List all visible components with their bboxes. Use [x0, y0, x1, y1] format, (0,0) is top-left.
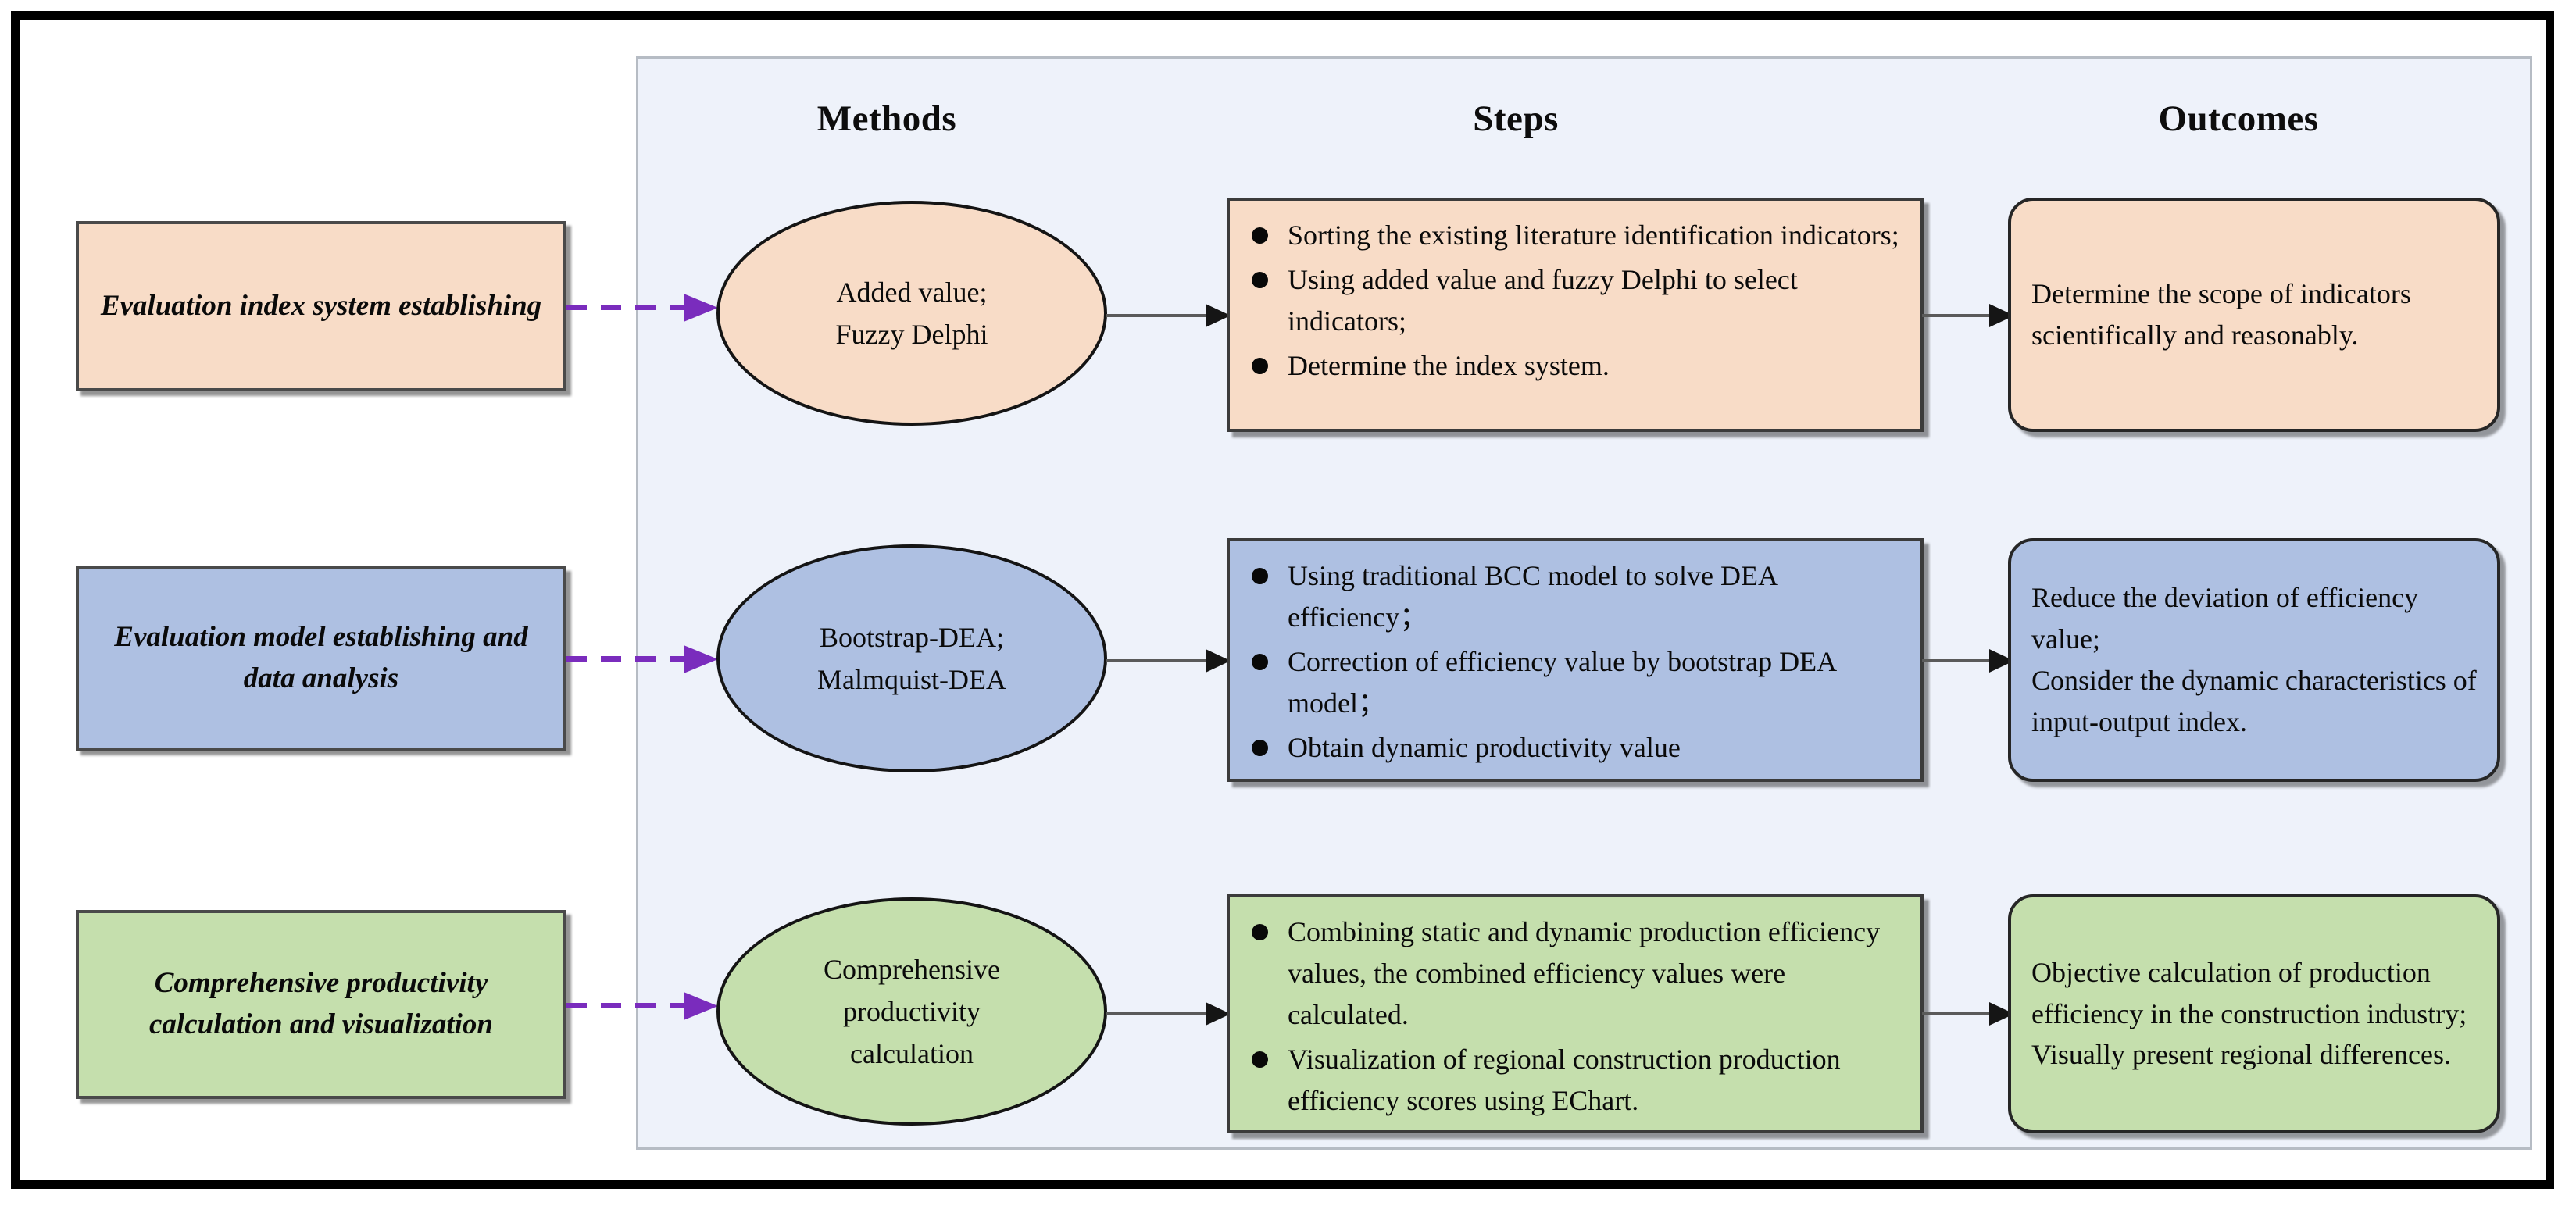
arrowhead-icon: [684, 645, 718, 673]
arrow-line: [1922, 314, 1991, 317]
bullet-icon: [1252, 739, 1268, 756]
outcome-box-row1: Determine the scope of indicators scient…: [2008, 198, 2500, 432]
bullet-icon: [1252, 227, 1268, 244]
dashed-arrow-line: [566, 305, 687, 310]
method-ellipse-bootstrap-malmquist-dea: Bootstrap-DEA;Malmquist-DEA: [716, 544, 1107, 772]
bullet-icon: [1252, 568, 1268, 584]
bullet-icon: [1252, 653, 1268, 670]
list-item: Determine the index system.: [1244, 345, 1900, 387]
column-header-steps: Steps: [1473, 98, 1559, 139]
steps-box-row2: Using traditional BCC model to solve DEA…: [1227, 538, 1924, 782]
bullet-icon: [1252, 357, 1268, 374]
stage-box-comprehensive-productivity: Comprehensive productivity calculation a…: [76, 910, 566, 1099]
outcome-box-row3: Objective calculation of production effi…: [2008, 894, 2500, 1133]
list-item: Using added value and fuzzy Delphi to se…: [1244, 259, 1900, 342]
arrow-line: [1106, 314, 1207, 317]
arrowhead-icon: [1206, 304, 1231, 327]
arrow-method-to-steps-row2: [1106, 649, 1231, 673]
dashed-arrow-line: [566, 656, 687, 662]
list-item: Sorting the existing literature identifi…: [1244, 215, 1900, 256]
steps-box-row3: Combining static and dynamic production …: [1227, 894, 1924, 1133]
diagram-frame: Methods Steps Outcomes Evaluation index …: [11, 11, 2554, 1189]
dashed-arrow-stage-to-method-row3: [566, 990, 723, 1021]
arrow-line: [1106, 659, 1207, 662]
dashed-arrow-stage-to-method-row1: [566, 291, 723, 323]
outcome-box-row2: Reduce the deviation of efficiency value…: [2008, 538, 2500, 782]
dashed-arrow-stage-to-method-row2: [566, 643, 723, 674]
arrow-steps-to-outcome-row1: [1922, 304, 2014, 327]
steps-list: Using traditional BCC model to solve DEA…: [1244, 555, 1900, 769]
bullet-icon: [1252, 924, 1268, 940]
bullet-icon: [1252, 271, 1268, 288]
arrow-steps-to-outcome-row3: [1922, 1002, 2014, 1026]
method-ellipse-added-value-fuzzy-delphi: Added value;Fuzzy Delphi: [716, 201, 1107, 426]
arrowhead-icon: [684, 992, 718, 1020]
steps-list: Sorting the existing literature identifi…: [1244, 215, 1900, 387]
list-item: Correction of efficiency value by bootst…: [1244, 641, 1900, 724]
arrow-line: [1922, 659, 1991, 662]
arrow-steps-to-outcome-row2: [1922, 649, 2014, 673]
list-item: Obtain dynamic productivity value: [1244, 727, 1900, 769]
list-item: Visualization of regional construction p…: [1244, 1039, 1900, 1122]
steps-list: Combining static and dynamic production …: [1244, 912, 1900, 1122]
list-item: Combining static and dynamic production …: [1244, 912, 1900, 1036]
column-header-outcomes: Outcomes: [2158, 98, 2319, 139]
arrow-line: [1106, 1012, 1207, 1015]
arrowhead-icon: [1206, 1002, 1231, 1026]
stage-box-evaluation-model-establishing: Evaluation model establishing and data a…: [76, 566, 566, 751]
arrow-method-to-steps-row1: [1106, 304, 1231, 327]
column-header-methods: Methods: [816, 98, 957, 139]
bullet-icon: [1252, 1051, 1268, 1068]
arrow-method-to-steps-row3: [1106, 1002, 1231, 1026]
stage-box-evaluation-index-system: Evaluation index system establishing: [76, 221, 566, 391]
arrow-line: [1922, 1012, 1991, 1015]
list-item: Using traditional BCC model to solve DEA…: [1244, 555, 1900, 638]
steps-box-row1: Sorting the existing literature identifi…: [1227, 198, 1924, 432]
dashed-arrow-line: [566, 1003, 687, 1008]
arrowhead-icon: [684, 294, 718, 322]
arrowhead-icon: [1206, 649, 1231, 673]
